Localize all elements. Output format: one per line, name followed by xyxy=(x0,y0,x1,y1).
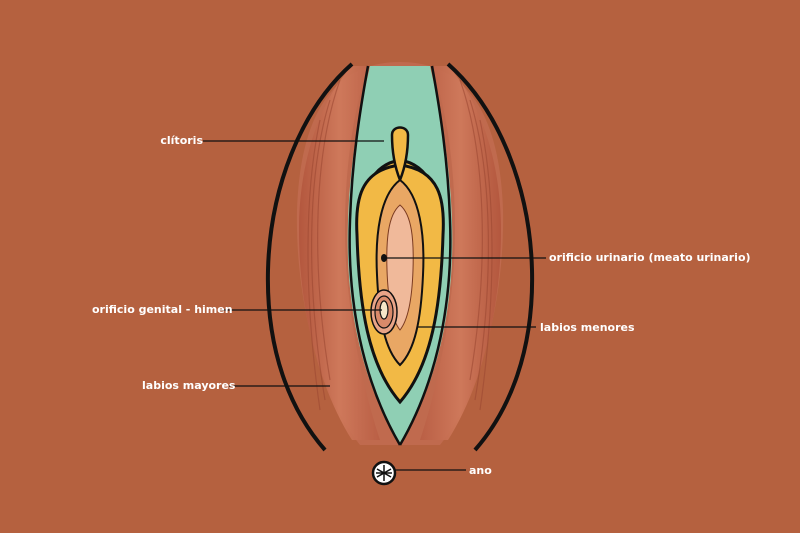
labia-majora-right xyxy=(420,66,502,440)
label-genital-orifice: orificio genital - himen xyxy=(92,303,233,316)
clitoris-shape xyxy=(390,126,410,184)
labia-majora-left xyxy=(298,66,380,440)
label-urinary-orifice: orificio urinario (meato urinario) xyxy=(549,251,751,264)
anus-symbol xyxy=(371,460,397,486)
skin-texture-stripes xyxy=(307,79,493,411)
label-labia-minora: labios menores xyxy=(540,321,635,334)
label-anus: ano xyxy=(469,464,492,477)
label-labia-majora: labios mayores xyxy=(142,379,236,392)
label-clitoris: clítoris xyxy=(160,134,203,147)
leader-lines xyxy=(203,140,546,471)
